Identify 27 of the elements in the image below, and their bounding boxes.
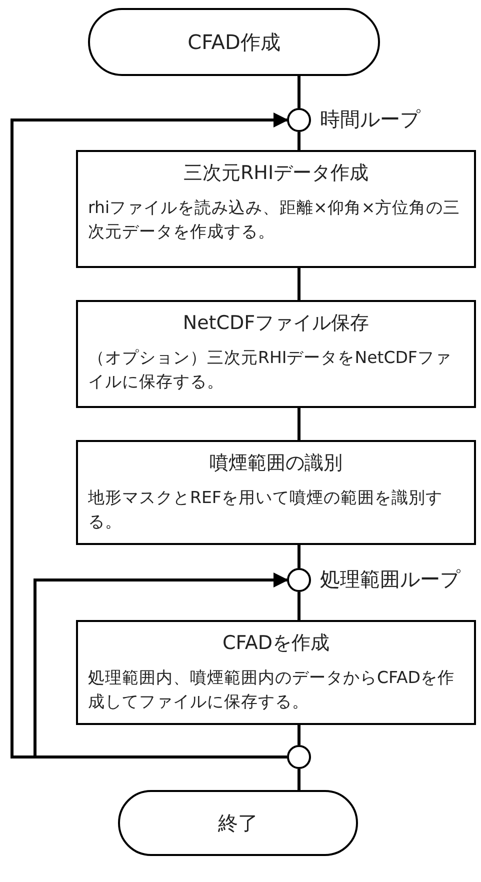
process-description: rhiファイルを読み込み、距離×仰角×方位角の三次元データを作成する。 [88,197,462,243]
connector-line [298,132,300,150]
process-description: 処理範囲内、噴煙範囲内のデータからCFADを作成してファイルに保存する。 [88,667,456,713]
connector-line [298,769,300,790]
process-title: CFADを作成 [221,631,331,656]
connector-line [298,725,300,745]
terminal-label: 終了 [218,810,258,836]
loop-circle [287,568,311,592]
loop-arrow [10,112,288,758]
process-box [76,620,476,725]
terminal-label: CFAD作成 [188,28,280,56]
connector-line [298,408,300,440]
process-title: 噴煙範囲の識別 [208,451,344,476]
process-description: 地形マスクとREFを用いて噴煙の範囲を識別する。 [88,487,444,533]
loop-circle [287,108,311,132]
loop-arrow [34,572,288,758]
process-box [76,440,476,545]
process-title: NetCDFファイル保存 [182,311,370,336]
connector-line [298,268,300,300]
process-box [76,150,476,268]
connector-line [298,592,300,620]
process-description: （オプション）三次元RHIデータをNetCDFファイルに保存する。 [88,347,452,393]
process-box [76,300,476,408]
loop-circle [287,745,311,769]
connector-line [298,76,300,108]
connector-line [298,545,300,568]
process-title: 三次元RHIデータ作成 [182,161,370,186]
